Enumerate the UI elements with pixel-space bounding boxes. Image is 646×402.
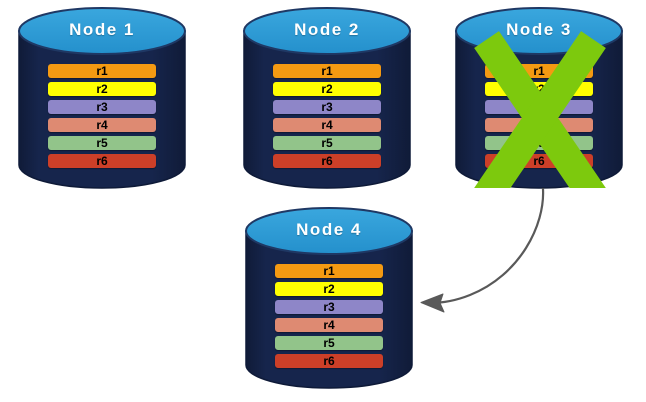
row-bar-r1[interactable]: r1 (48, 64, 156, 78)
row-bar-r2[interactable]: r2 (48, 82, 156, 96)
row-bar-r6[interactable]: r6 (275, 354, 383, 368)
row-bar-r2[interactable]: r2 (485, 82, 593, 96)
row-bar-r2[interactable]: r2 (273, 82, 381, 96)
row-bar-r4[interactable]: r4 (275, 318, 383, 332)
row-bar-r3[interactable]: r3 (48, 100, 156, 114)
row-bar-r5[interactable]: r5 (275, 336, 383, 350)
row-bar-r5[interactable]: r5 (273, 136, 381, 150)
row-bar-r3[interactable]: r3 (273, 100, 381, 114)
row-bar-r4[interactable]: r4 (273, 118, 381, 132)
row-bar-r5[interactable]: r5 (48, 136, 156, 150)
row-bar-r4[interactable]: r4 (48, 118, 156, 132)
row-bar-r1[interactable]: r1 (485, 64, 593, 78)
row-bar-r6[interactable]: r6 (485, 154, 593, 168)
row-bar-r1[interactable]: r1 (273, 64, 381, 78)
cylinder-top (455, 7, 623, 55)
row-bar-r1[interactable]: r1 (275, 264, 383, 278)
row-bar-r3[interactable]: r3 (275, 300, 383, 314)
row-bar-r6[interactable]: r6 (48, 154, 156, 168)
cylinder-top (245, 207, 413, 255)
row-bar-r6[interactable]: r6 (273, 154, 381, 168)
cylinder-top (243, 7, 411, 55)
row-bar-r4[interactable]: r4 (485, 118, 593, 132)
row-bar-r2[interactable]: r2 (275, 282, 383, 296)
row-bar-r3[interactable]: r3 (485, 100, 593, 114)
cylinder-top (18, 7, 186, 55)
row-bar-r5[interactable]: r5 (485, 136, 593, 150)
